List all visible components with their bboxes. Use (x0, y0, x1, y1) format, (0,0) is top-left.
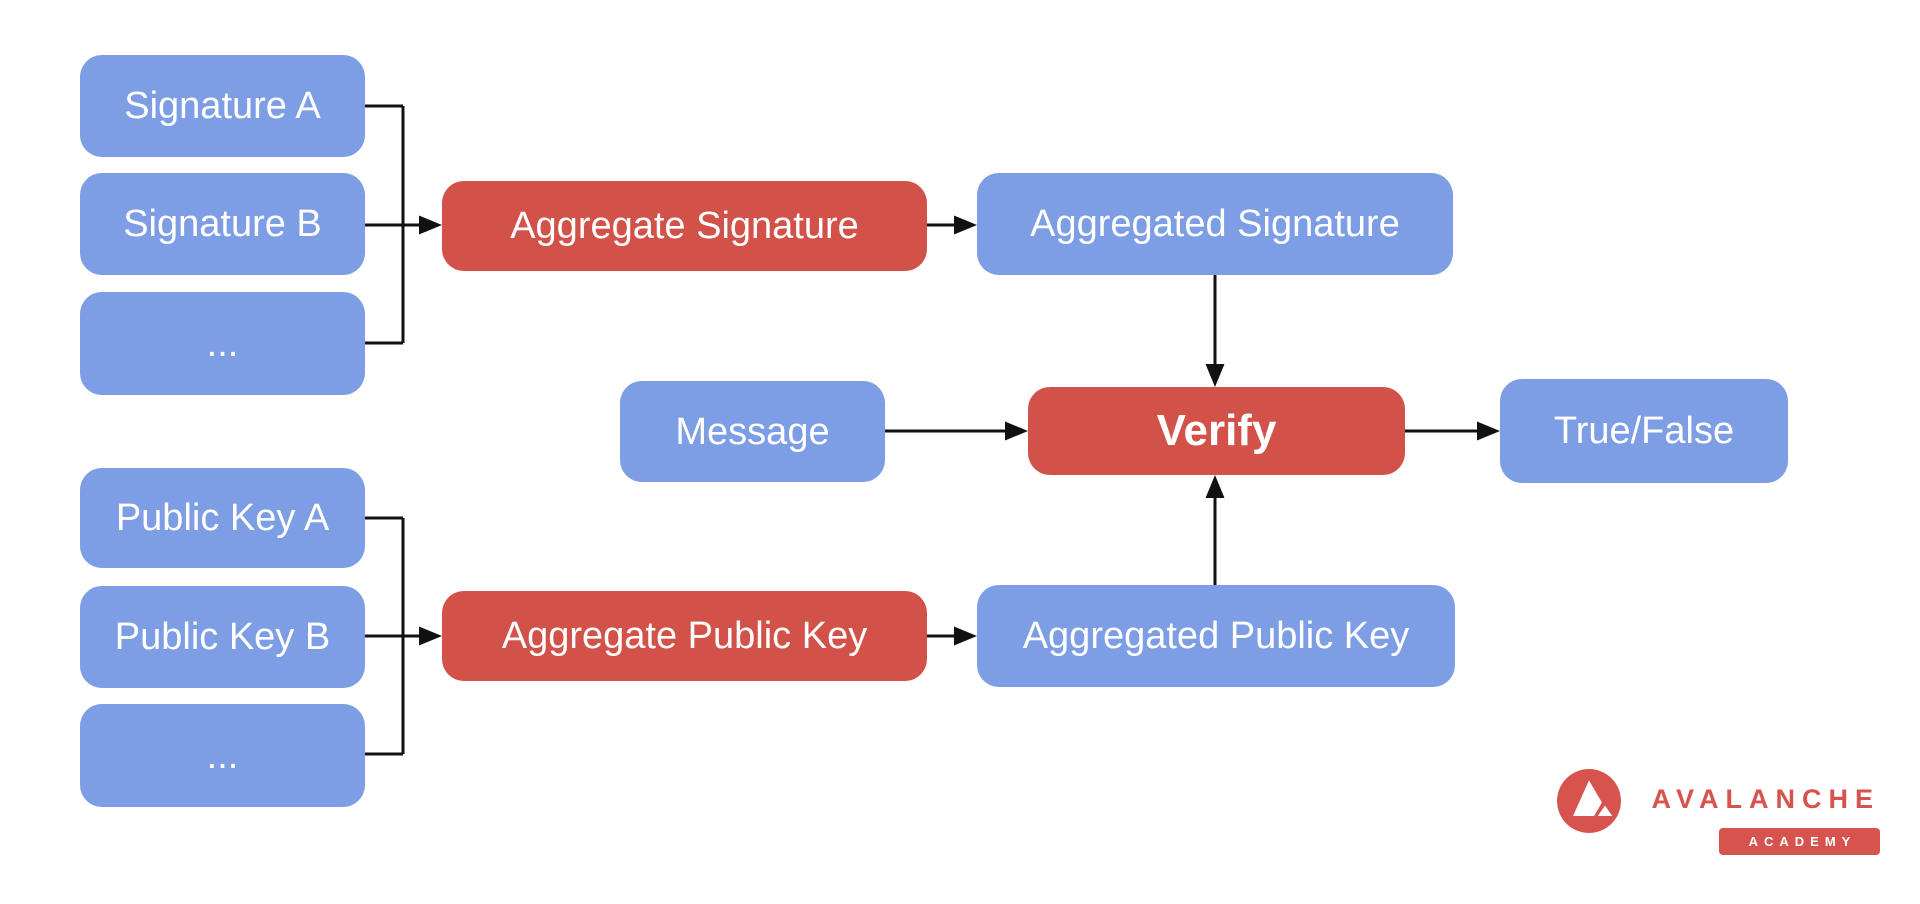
avalanche-academy-logo: AVALANCHE ACADEMY (1556, 766, 1880, 858)
arrowhead-into-aggregated-signature (954, 215, 977, 235)
node-signature-ellipsis: ... (80, 292, 365, 395)
node-aggregate-signature: Aggregate Signature (442, 181, 927, 271)
node-aggregate-public-key: Aggregate Public Key (442, 591, 927, 681)
avalanche-mark-icon (1557, 769, 1621, 833)
arrowhead-into-verify-left (1005, 421, 1028, 441)
node-aggregated-signature: Aggregated Signature (977, 173, 1453, 275)
arrowhead-into-aggregated-public-key (954, 626, 977, 646)
arrowhead-into-true-false (1477, 421, 1500, 441)
node-true-false: True/False (1500, 379, 1788, 483)
arrowhead-into-aggregate-signature (419, 215, 442, 235)
node-public-key-ellipsis: ... (80, 704, 365, 807)
node-signature-b: Signature B (80, 173, 365, 275)
arrowhead-into-verify-bottom (1205, 475, 1225, 498)
node-signature-a: Signature A (80, 55, 365, 157)
node-public-key-a: Public Key A (80, 468, 365, 568)
node-message: Message (620, 381, 885, 482)
academy-badge-label: ACADEMY (1748, 834, 1857, 849)
arrowhead-into-aggregate-public-key (419, 626, 442, 646)
node-aggregated-public-key: Aggregated Public Key (977, 585, 1455, 687)
avalanche-wordmark: AVALANCHE (1651, 784, 1880, 814)
node-public-key-b: Public Key B (80, 586, 365, 688)
node-verify: Verify (1028, 387, 1405, 475)
academy-badge: ACADEMY (1719, 828, 1880, 855)
arrowhead-into-verify-top (1205, 364, 1225, 387)
